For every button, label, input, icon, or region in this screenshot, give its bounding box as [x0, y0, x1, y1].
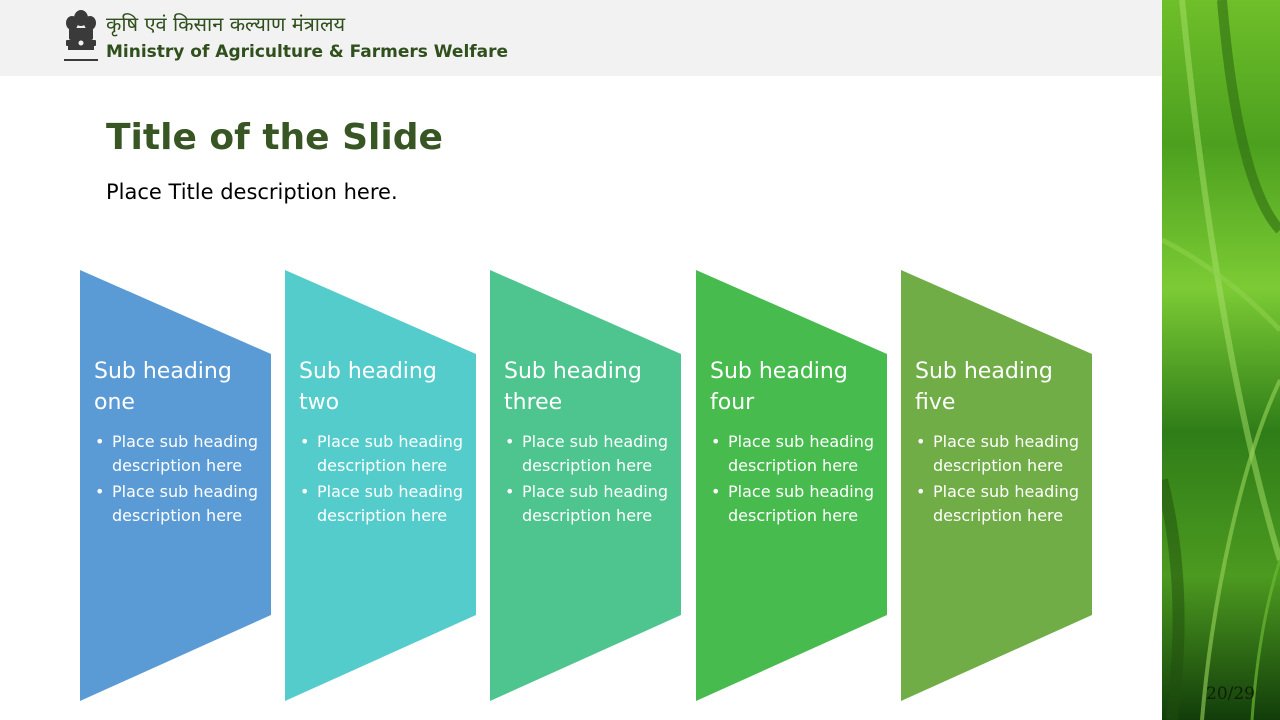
card-heading: Sub heading five: [915, 359, 1053, 415]
bullet-item: Place sub heading description here: [299, 430, 471, 477]
card-sub-heading-three: Sub heading three Place sub heading desc…: [490, 270, 681, 701]
card-heading: Sub heading one: [94, 359, 232, 415]
bullet-item: Place sub heading description here: [299, 480, 471, 527]
card-bullet-list: Place sub heading description here Place…: [915, 430, 1087, 530]
card-heading: Sub heading three: [504, 359, 642, 415]
bullet-item: Place sub heading description here: [915, 480, 1087, 527]
slide-title: Title of the Slide: [106, 117, 443, 158]
bullet-item: Place sub heading description here: [504, 480, 676, 527]
bullet-item: Place sub heading description here: [710, 430, 882, 477]
bullet-item: Place sub heading description here: [915, 430, 1087, 477]
card-bullet-list: Place sub heading description here Place…: [710, 430, 882, 530]
card-sub-heading-one: Sub heading one Place sub heading descri…: [80, 270, 271, 701]
card-sub-heading-four: Sub heading four Place sub heading descr…: [696, 270, 887, 701]
card-bullet-list: Place sub heading description here Place…: [94, 430, 266, 530]
bullet-item: Place sub heading description here: [94, 430, 266, 477]
slide-description: Place Title description here.: [106, 180, 398, 204]
national-emblem-icon: [64, 10, 98, 61]
card-bullet-list: Place sub heading description here Place…: [299, 430, 471, 530]
card-bullet-list: Place sub heading description here Place…: [504, 430, 676, 530]
header-bar: कृषि एवं किसान कल्याण मंत्रालय Ministry …: [0, 0, 1162, 76]
ministry-name-english: Ministry of Agriculture & Farmers Welfar…: [106, 42, 509, 62]
page-number: 20/29: [1206, 684, 1255, 704]
bullet-item: Place sub heading description here: [504, 430, 676, 477]
card-sub-heading-five: Sub heading five Place sub heading descr…: [901, 270, 1092, 701]
bullet-item: Place sub heading description here: [710, 480, 882, 527]
card-heading: Sub heading two: [299, 359, 437, 415]
ministry-name-hindi: कृषि एवं किसान कल्याण मंत्रालय: [106, 12, 346, 36]
card-heading: Sub heading four: [710, 359, 848, 415]
grass-decoration-image: [1162, 0, 1280, 720]
bullet-item: Place sub heading description here: [94, 480, 266, 527]
card-sub-heading-two: Sub heading two Place sub heading descri…: [285, 270, 476, 701]
side-image-panel: [1162, 0, 1280, 720]
